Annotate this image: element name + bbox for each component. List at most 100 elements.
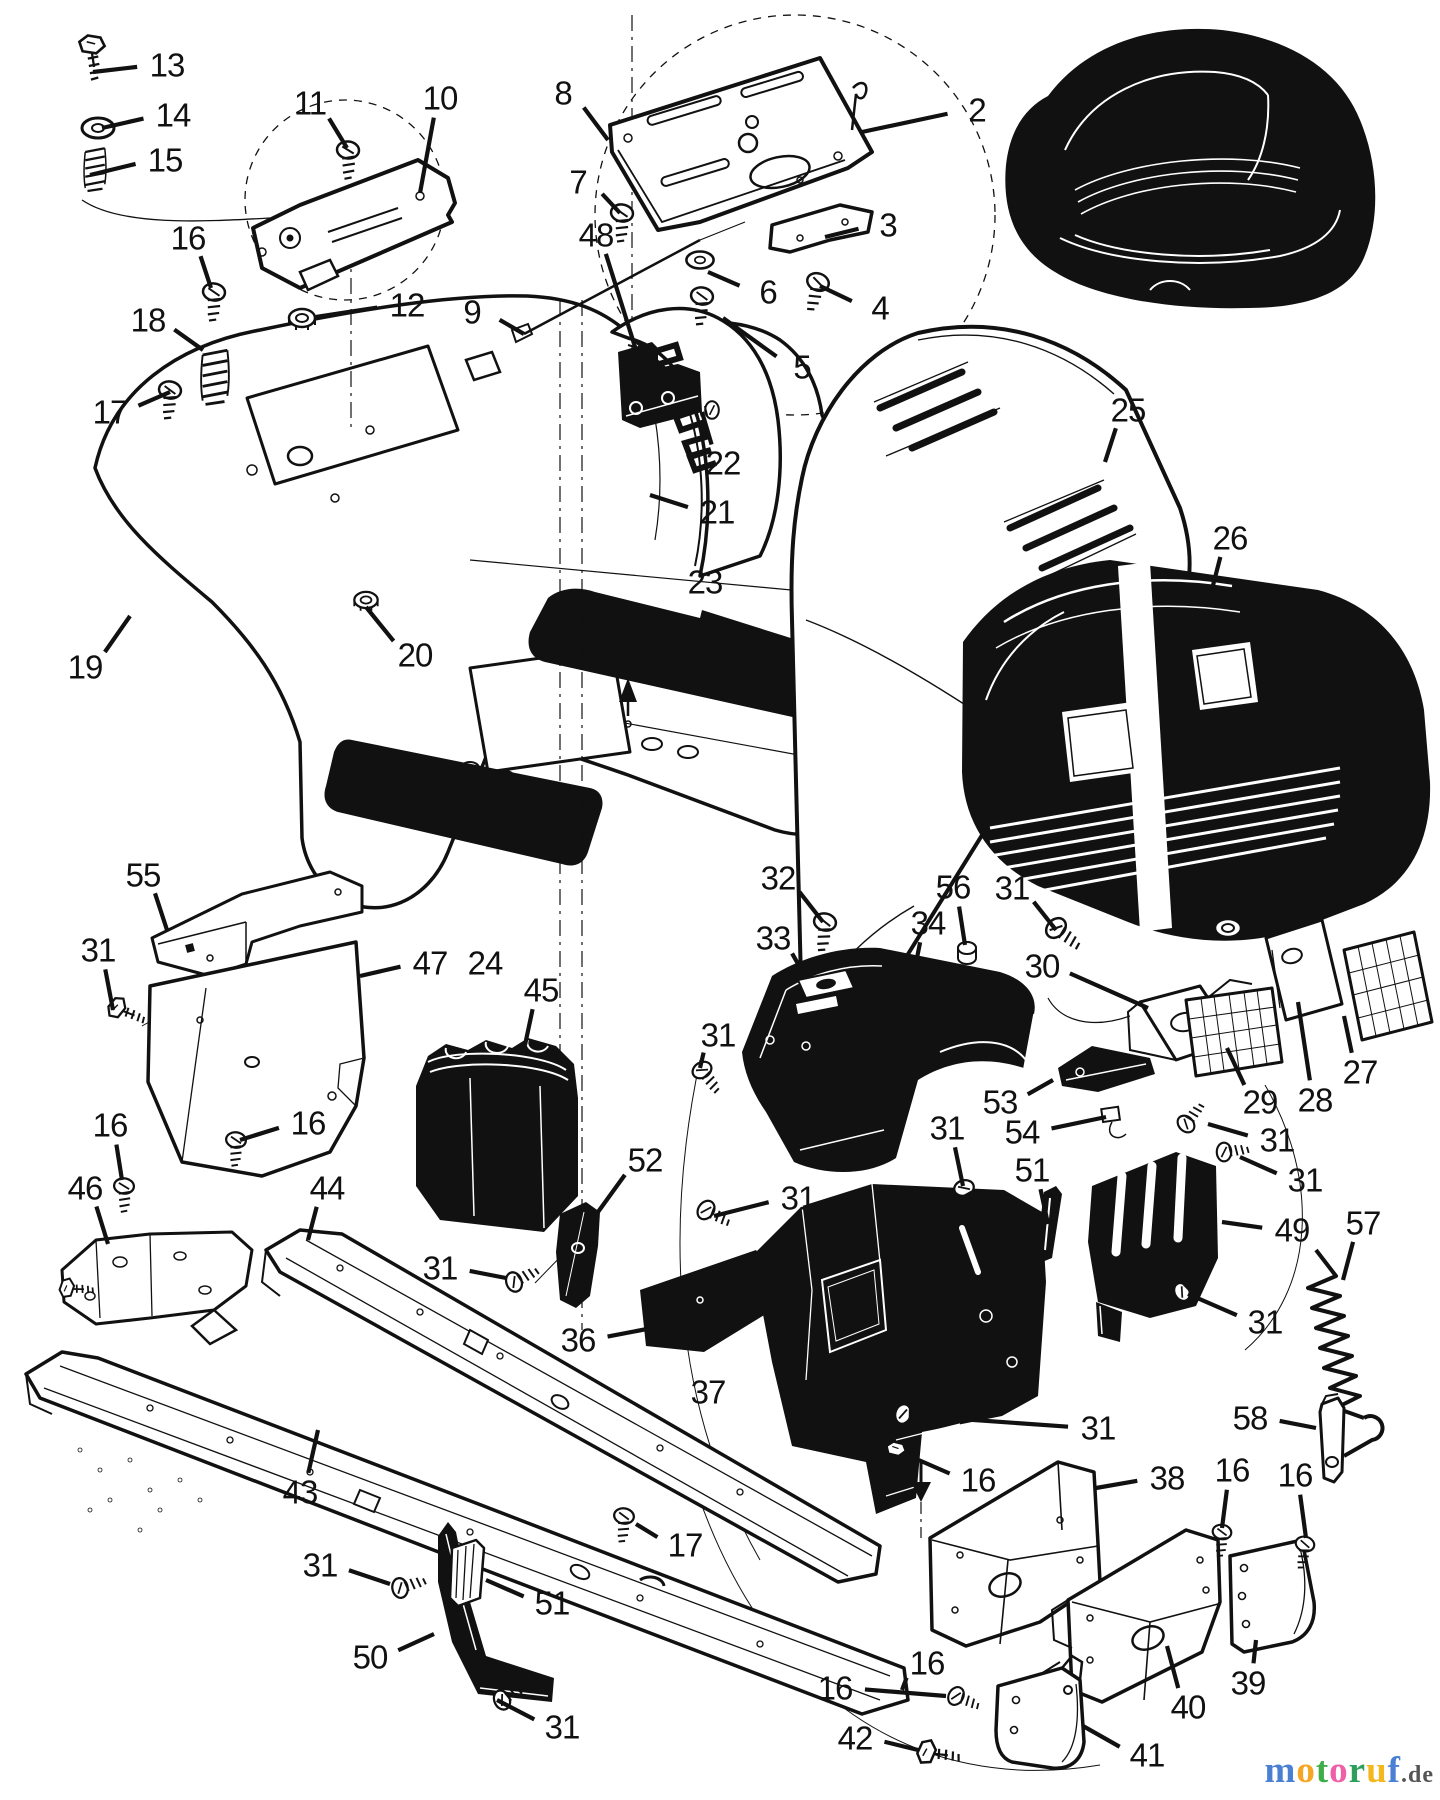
leader-line-6-11 — [707, 270, 741, 288]
callout-label-31-54: 31 — [700, 1016, 737, 1054]
leader-line-46-49 — [94, 1205, 111, 1245]
callout-label-31-43: 31 — [1259, 1121, 1296, 1159]
leader-line-28-39 — [1295, 1001, 1312, 1081]
watermark-letter: o — [1329, 1750, 1349, 1791]
callout-label-16-72: 16 — [909, 1644, 946, 1682]
leader-line-43-61 — [306, 1429, 321, 1474]
callout-label-18-15: 18 — [130, 301, 167, 339]
watermark-logo: motoruf.de — [1265, 1749, 1435, 1792]
leader-line-58-70 — [1279, 1418, 1317, 1431]
callout-label-50-64: 50 — [352, 1638, 389, 1676]
callout-label-35-36: 35 — [1337, 854, 1374, 892]
leader-line-52-51 — [596, 1173, 627, 1214]
callout-label-31-53: 31 — [422, 1249, 459, 1287]
leader-line-3-10 — [824, 226, 860, 240]
watermark-letter: o — [1296, 1750, 1316, 1791]
leader-line-31-62 — [348, 1568, 391, 1586]
leader-line-49-45 — [1221, 1219, 1263, 1230]
leader-line-12-16 — [315, 305, 378, 320]
callout-label-10-4: 10 — [422, 79, 459, 117]
part-10-plate — [251, 139, 457, 332]
watermark-word: motoruf — [1265, 1750, 1402, 1791]
leader-line-16-47 — [114, 1144, 125, 1181]
part-29-headlight-lens — [1184, 978, 1284, 1078]
callout-label-31-58: 31 — [929, 1109, 966, 1147]
callout-label-36-55: 36 — [560, 1321, 597, 1359]
callout-label-25-24: 25 — [1110, 391, 1147, 429]
leader-line-21-20 — [649, 492, 689, 510]
callout-label-29-40: 29 — [1242, 1083, 1279, 1121]
callout-label-51-52: 51 — [1014, 1151, 1051, 1189]
callout-label-41-74: 41 — [1129, 1736, 1166, 1774]
callout-label-31-65: 31 — [544, 1708, 581, 1746]
leader-line-48-7 — [603, 253, 639, 351]
leader-line-16-71 — [864, 1687, 947, 1699]
callout-label-34-32: 34 — [910, 904, 947, 942]
leader-line-57-46 — [1340, 1241, 1356, 1281]
part-51-strip-bottom — [448, 1538, 486, 1608]
callout-label-26-25: 26 — [1212, 519, 1249, 557]
leader-line-47-28 — [359, 964, 401, 979]
leader-line-16-68 — [1219, 1489, 1229, 1529]
part-56-cap — [957, 941, 977, 965]
part-27-headlight-lens — [1342, 930, 1434, 1042]
callout-label-33-31: 33 — [755, 919, 792, 957]
leader-line-53-41 — [1026, 1078, 1055, 1097]
leader-line-27-38 — [1341, 1015, 1354, 1054]
callout-label-31-44: 31 — [1287, 1161, 1324, 1199]
leader-line-31-57 — [713, 1200, 770, 1219]
leader-line-31-43 — [1207, 1121, 1249, 1138]
callout-label-16-59: 16 — [960, 1461, 997, 1499]
leader-line-31-65 — [496, 1698, 536, 1722]
callout-label-17-60: 17 — [667, 1526, 704, 1564]
callout-label-14-1: 14 — [155, 96, 192, 134]
leader-line-31-66 — [916, 1413, 1069, 1429]
callout-label-16-47: 16 — [92, 1106, 129, 1144]
part-52-bracket — [556, 1202, 600, 1308]
leader-line-41-74 — [1081, 1724, 1121, 1749]
leader-line-17-60 — [634, 1522, 659, 1539]
leader-line-19-22 — [103, 614, 132, 654]
callout-label-31-57: 31 — [780, 1179, 817, 1217]
cotter-pin-2 — [850, 81, 868, 131]
leader-line-29-40 — [1225, 1047, 1247, 1086]
leader-line-31-34 — [1032, 900, 1058, 932]
leader-line-22-19 — [699, 411, 714, 446]
leader-line-44-50 — [305, 1206, 319, 1241]
callout-label-16-71: 16 — [817, 1669, 854, 1707]
leader-line-9-17 — [498, 317, 526, 336]
leader-line-16-72 — [900, 1676, 909, 1691]
callout-label-58-70: 58 — [1232, 1399, 1269, 1437]
callout-label-53-41: 53 — [982, 1083, 1019, 1121]
callout-label-17-18: 17 — [92, 393, 129, 431]
leader-line-7-6 — [600, 192, 622, 215]
leader-line-4-12 — [819, 284, 853, 304]
callout-label-19-22: 19 — [67, 648, 104, 686]
leader-line-54-42 — [1051, 1114, 1107, 1131]
leader-line-13-0 — [92, 64, 138, 75]
callout-label-15-2: 15 — [147, 141, 184, 179]
callout-label-30-35: 30 — [1024, 947, 1061, 985]
callout-label-8-5: 8 — [554, 74, 572, 112]
floor-mat-upper — [528, 588, 852, 722]
leader-line-2-8 — [861, 111, 948, 135]
callout-label-12-16: 12 — [389, 286, 426, 324]
part-55-bracket — [150, 870, 364, 978]
callout-label-55-26: 55 — [125, 856, 162, 894]
callout-label-16-69: 16 — [1277, 1456, 1314, 1494]
callout-label-5-13: 5 — [793, 348, 811, 386]
callout-label-42-73: 42 — [837, 1719, 874, 1757]
callout-label-16-14: 16 — [170, 219, 207, 257]
leader-line-55-26 — [153, 892, 169, 931]
callout-label-6-11: 6 — [759, 273, 777, 311]
watermark-letter: u — [1366, 1750, 1388, 1791]
leader-line-20-23 — [364, 605, 396, 643]
leader-line-26-25 — [1207, 556, 1223, 598]
callout-label-44-50: 44 — [309, 1169, 346, 1207]
callout-label-22-19: 22 — [705, 444, 742, 482]
leader-line-30-35 — [1069, 971, 1149, 1010]
leader-line-11-3 — [327, 117, 349, 150]
leader-line-25-24 — [1103, 427, 1118, 463]
leader-line-32-30 — [797, 890, 825, 924]
